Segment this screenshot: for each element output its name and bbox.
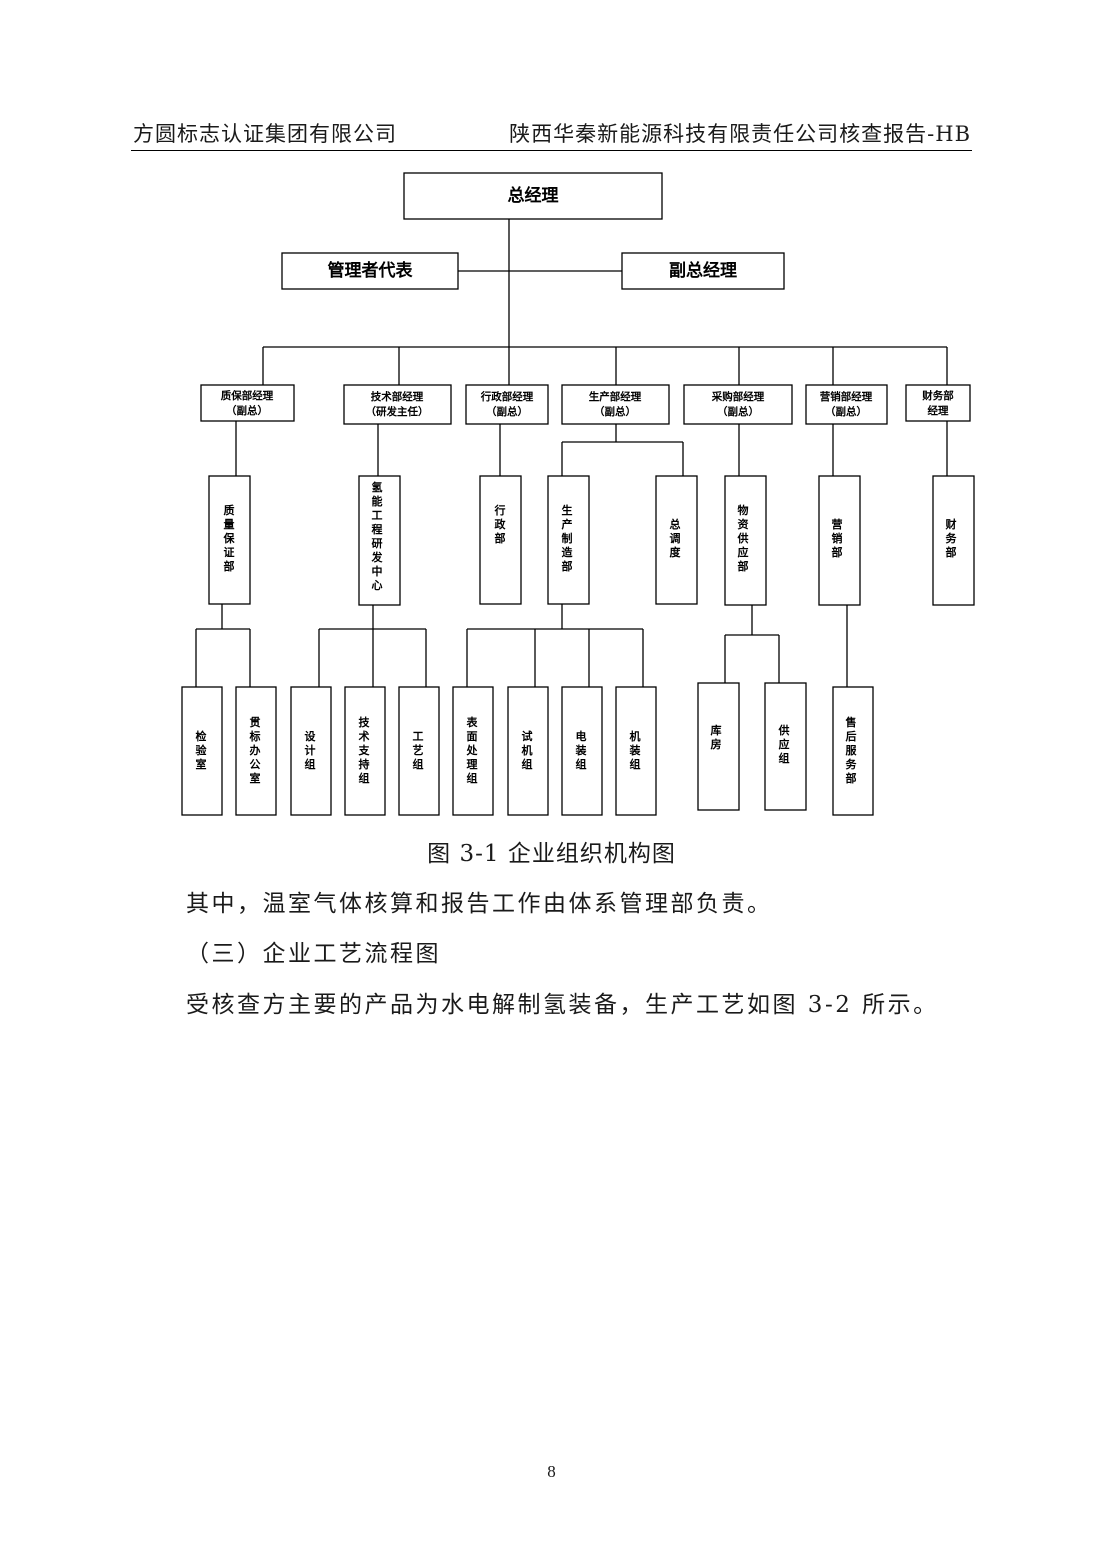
org-node-label: 采购部经理 — [711, 390, 765, 403]
org-node-label: 经理 — [928, 404, 949, 417]
org-node-label: 副总经理 — [669, 260, 737, 281]
org-group-surface-treatment: 表面处理组 — [452, 686, 494, 816]
org-node-label: （副总） — [226, 404, 268, 417]
org-node-label: （研发主任） — [366, 405, 429, 418]
paragraph-ghg-responsibility: 其中，温室气体核算和报告工作由体系管理部负责。 — [186, 891, 773, 917]
org-dept-marketing: 营销部 — [818, 475, 861, 606]
org-group-mechanical-assembly: 机装组 — [615, 686, 657, 816]
org-node-label: （副总） — [486, 405, 528, 418]
org-chart: 总经理 管理者代表 副总经理 质保部经理 （副总） 技术部经理 （研发主任） 行… — [181, 172, 975, 816]
org-node-label: （副总） — [594, 405, 636, 418]
org-node-label: 机装组 — [629, 729, 641, 771]
org-dept-administration: 行政部 — [479, 475, 522, 605]
org-dept-finance: 财务部 — [932, 475, 975, 606]
org-node-label: 试机组 — [522, 729, 533, 771]
header-report-title: 陕西华秦新能源科技有限责任公司核查报告-HB — [509, 122, 971, 146]
org-dept-dispatch: 总调度 — [655, 475, 698, 605]
org-node-label: 质量保证部 — [223, 503, 236, 573]
org-manager-marketing: 营销部经理 （副总） — [805, 384, 888, 425]
org-group-tech-support: 技术支持组 — [344, 686, 386, 816]
org-node-label: 财务部 — [921, 389, 954, 402]
org-node-label: 物资供应部 — [737, 503, 749, 573]
org-node-label: （副总） — [717, 405, 759, 418]
paragraph-main-product: 受核查方主要的产品为水电解制氢装备，生产工艺如图 3-2 所示。 — [186, 992, 939, 1018]
org-node-label: 电装组 — [575, 729, 587, 771]
org-dept-quality-assurance: 质量保证部 — [208, 475, 251, 605]
org-group-standards-office: 贯标办公室 — [235, 686, 277, 816]
org-node-label: 营销部经理 — [820, 390, 873, 403]
org-node-label: 营销部 — [832, 517, 843, 559]
figure-caption: 图 3-1 企业组织机构图 — [427, 841, 676, 867]
org-node-label: 总经理 — [508, 185, 559, 206]
org-node-general-manager: 总经理 — [403, 172, 663, 220]
org-group-warehouse: 库房 — [697, 682, 740, 811]
org-manager-qa: 质保部经理 （副总） — [200, 384, 295, 422]
org-node-label: 检验室 — [196, 729, 208, 771]
org-node-label: 氢能工程研发中心 — [371, 480, 384, 592]
org-node-label: 表面处理组 — [466, 715, 479, 785]
org-node-label: （副总） — [825, 405, 867, 418]
header-rule — [131, 150, 972, 151]
org-node-management-representative: 管理者代表 — [281, 252, 459, 290]
org-node-label: 行政部 — [494, 503, 507, 545]
org-manager-production: 生产部经理 （副总） — [561, 384, 670, 425]
org-manager-technology: 技术部经理 （研发主任） — [343, 384, 452, 425]
org-node-label: 质保部经理 — [221, 389, 274, 402]
org-node-label: 贯标办公室 — [249, 716, 261, 785]
section-heading-process-flow: （三）企业工艺流程图 — [186, 941, 441, 967]
org-node-label: 管理者代表 — [328, 260, 414, 281]
org-group-electrical-assembly: 电装组 — [561, 686, 603, 816]
header-company: 方圆标志认证集团有限公司 — [133, 122, 397, 146]
org-node-label: 设计组 — [305, 729, 317, 771]
org-dept-hydrogen-rd-center: 氢能工程研发中心 — [358, 475, 401, 606]
org-chart-connectors — [195, 219, 948, 687]
org-node-label: 生产部经理 — [589, 390, 642, 403]
org-manager-administration: 行政部经理 （副总） — [465, 384, 549, 425]
page-number: 8 — [547, 1462, 556, 1481]
org-node-deputy-general-manager: 副总经理 — [621, 252, 785, 290]
org-node-label: 生产制造部 — [562, 503, 574, 573]
org-node-label: 售后服务部 — [845, 715, 858, 785]
org-node-label: 财务部 — [945, 517, 958, 559]
org-node-label: 技术部经理 — [371, 390, 424, 403]
org-node-label: 行政部经理 — [480, 390, 534, 403]
org-group-design: 设计组 — [290, 686, 332, 816]
org-dept-production: 生产制造部 — [547, 475, 590, 605]
org-group-supply: 供应组 — [764, 682, 807, 811]
org-group-after-sales: 售后服务部 — [832, 686, 874, 816]
org-manager-procurement: 采购部经理 （副总） — [683, 384, 793, 425]
org-group-test-machine: 试机组 — [507, 686, 549, 816]
org-group-inspection-room: 检验室 — [181, 686, 223, 816]
org-node-label: 总调度 — [670, 517, 682, 559]
org-node-label: 技术支持组 — [358, 715, 371, 785]
org-node-label: 工艺组 — [413, 730, 424, 771]
org-manager-finance: 财务部 经理 — [905, 384, 971, 422]
org-group-process: 工艺组 — [398, 686, 440, 816]
org-dept-material-supply: 物资供应部 — [724, 475, 767, 606]
org-node-label: 库房 — [711, 723, 722, 751]
org-node-label: 供应组 — [778, 723, 790, 765]
